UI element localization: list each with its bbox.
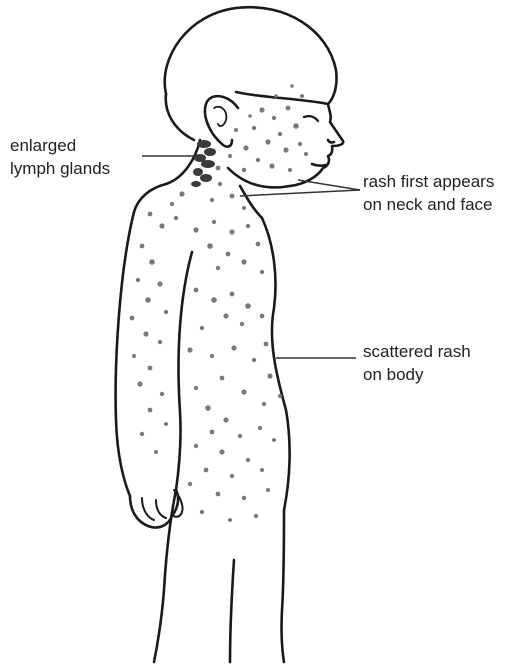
label-enlarged-lymph-glands: enlarged lymph glands: [10, 134, 110, 180]
finger-2: [156, 500, 166, 518]
leader-line-face-lower: [240, 190, 360, 196]
ear-inner: [214, 107, 226, 126]
body-back: [154, 490, 176, 662]
hair-outline: [165, 7, 337, 104]
rash-face-neck: [170, 84, 308, 210]
leg-line: [230, 560, 234, 662]
body-front-lower: [282, 510, 284, 662]
jaw-line: [228, 168, 290, 187]
label-face-line1: rash first appears: [363, 170, 494, 193]
back-of-head: [166, 94, 194, 140]
finger-1: [142, 498, 154, 520]
face-profile: [290, 104, 343, 186]
arm-front: [176, 252, 192, 490]
ear: [205, 96, 238, 147]
hairline: [236, 92, 328, 104]
leader-line-face-upper: [298, 180, 360, 190]
eye: [304, 116, 318, 121]
nostril: [328, 140, 334, 142]
label-glands-line1: enlarged: [10, 134, 110, 157]
neck-back: [166, 140, 200, 184]
front-neck: [240, 186, 262, 218]
label-body-line1: scattered rash: [363, 340, 471, 363]
label-glands-line2: lymph glands: [10, 157, 110, 180]
arm-back: [116, 212, 134, 496]
child-figure: [116, 7, 344, 662]
label-scattered-rash: scattered rash on body: [363, 340, 471, 386]
leader-lines: [142, 156, 360, 358]
shoulder: [134, 184, 166, 212]
lymph-gland-cluster: [191, 140, 216, 187]
label-body-line2: on body: [363, 363, 471, 386]
torso-front: [262, 218, 290, 510]
rash-body: [130, 212, 282, 522]
label-rash-neck-face: rash first appears on neck and face: [363, 170, 494, 216]
label-face-line2: on neck and face: [363, 193, 494, 216]
mouth: [312, 164, 326, 166]
